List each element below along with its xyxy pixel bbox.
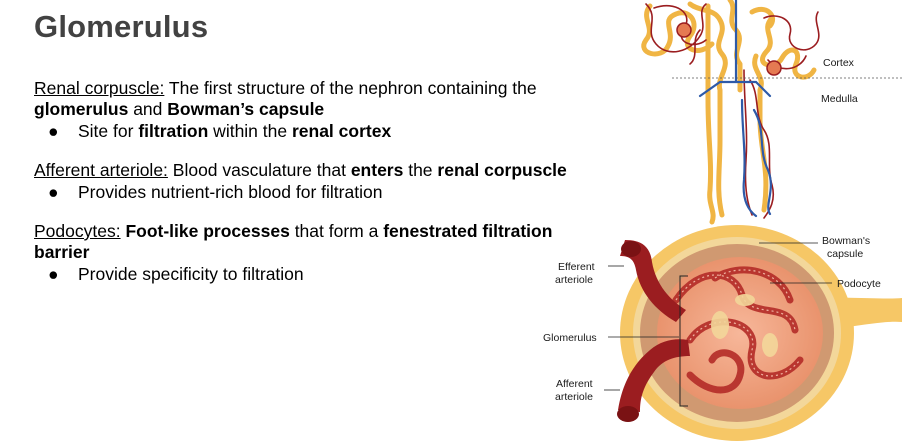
definition-afferent-arteriole: Afferent arteriole: Blood vasculature th… (34, 160, 574, 181)
bullet-afferent-arteriole: ● Provides nutrient-rich blood for filtra… (48, 182, 574, 203)
bullet-text: Site for filtration within the renal cor… (78, 121, 391, 141)
section-podocytes: Podocytes: Foot-like processes that form… (34, 221, 574, 285)
term-afferent-arteriole: Afferent arteriole: (34, 160, 168, 180)
label-glomerulus: Glomerulus (543, 332, 597, 344)
label-bowmans-capsule-2: capsule (827, 248, 863, 260)
bold-text: renal cortex (291, 121, 392, 141)
label-afferent-2: arteriole (555, 391, 593, 403)
section-renal-corpuscle: Renal corpuscle: The first structure of … (34, 78, 574, 142)
slide-body: Renal corpuscle: The first structure of … (34, 78, 574, 303)
bold-text: Bowman’s capsule (167, 99, 325, 119)
text-run: and (128, 99, 168, 119)
definition-text: Blood vasculature that enters the renal … (168, 160, 567, 180)
bullet-dot: ● (48, 121, 59, 141)
bullet-dot: ● (48, 264, 59, 284)
bold-text: Foot-like processes (125, 221, 290, 241)
bullet-dot: ● (48, 182, 59, 202)
text-run: The first structure of the nephron conta… (164, 78, 537, 98)
bullet-podocytes: ● Provide specificity to filtration (48, 264, 574, 285)
definition-renal-corpuscle: Renal corpuscle: The first structure of … (34, 78, 574, 120)
term-renal-corpuscle: Renal corpuscle: (34, 78, 165, 98)
bullet-text: Provides nutrient-rich blood for filtrat… (78, 182, 382, 202)
slide-title: Glomerulus (34, 9, 209, 44)
definition-text: The first structure of the nephron conta… (34, 78, 537, 119)
text-run: Site for (78, 121, 139, 141)
renal-corpuscle-diagram: Bowman's capsule Efferent arteriole Podo… (543, 225, 902, 441)
bold-text: fenestrated filtration barrier (34, 221, 553, 262)
text-run: the (403, 160, 438, 180)
bold-text: glomerulus (34, 99, 129, 119)
text-run: that form a (289, 221, 384, 241)
definition-text: Foot-like processes that form a fenestra… (34, 221, 552, 262)
label-medulla: Medulla (821, 93, 858, 105)
bold-text: renal corpuscle (437, 160, 567, 180)
label-podocyte: Podocyte (837, 278, 881, 290)
label-cortex: Cortex (823, 57, 855, 69)
label-afferent-1: Afferent (556, 378, 593, 390)
bullet-text: Provide specificity to filtration (78, 264, 304, 284)
definition-podocytes: Podocytes: Foot-like processes that form… (34, 221, 574, 263)
term-podocytes: Podocytes: (34, 221, 121, 241)
bold-text: enters (350, 160, 404, 180)
label-bowmans-capsule-1: Bowman's (822, 235, 870, 247)
section-afferent-arteriole: Afferent arteriole: Blood vasculature th… (34, 160, 574, 203)
nephron-diagram: Cortex Medulla (641, 0, 902, 225)
text-run: Provides nutrient-rich blood for filtrat… (78, 182, 383, 202)
text-run: Blood vasculature that (167, 160, 351, 180)
text-run: Provide specificity to filtration (78, 264, 304, 284)
text-run: within the (208, 121, 292, 141)
bold-text: filtration (138, 121, 209, 141)
bullet-renal-corpuscle: ● Site for filtration within the renal co… (48, 121, 574, 142)
